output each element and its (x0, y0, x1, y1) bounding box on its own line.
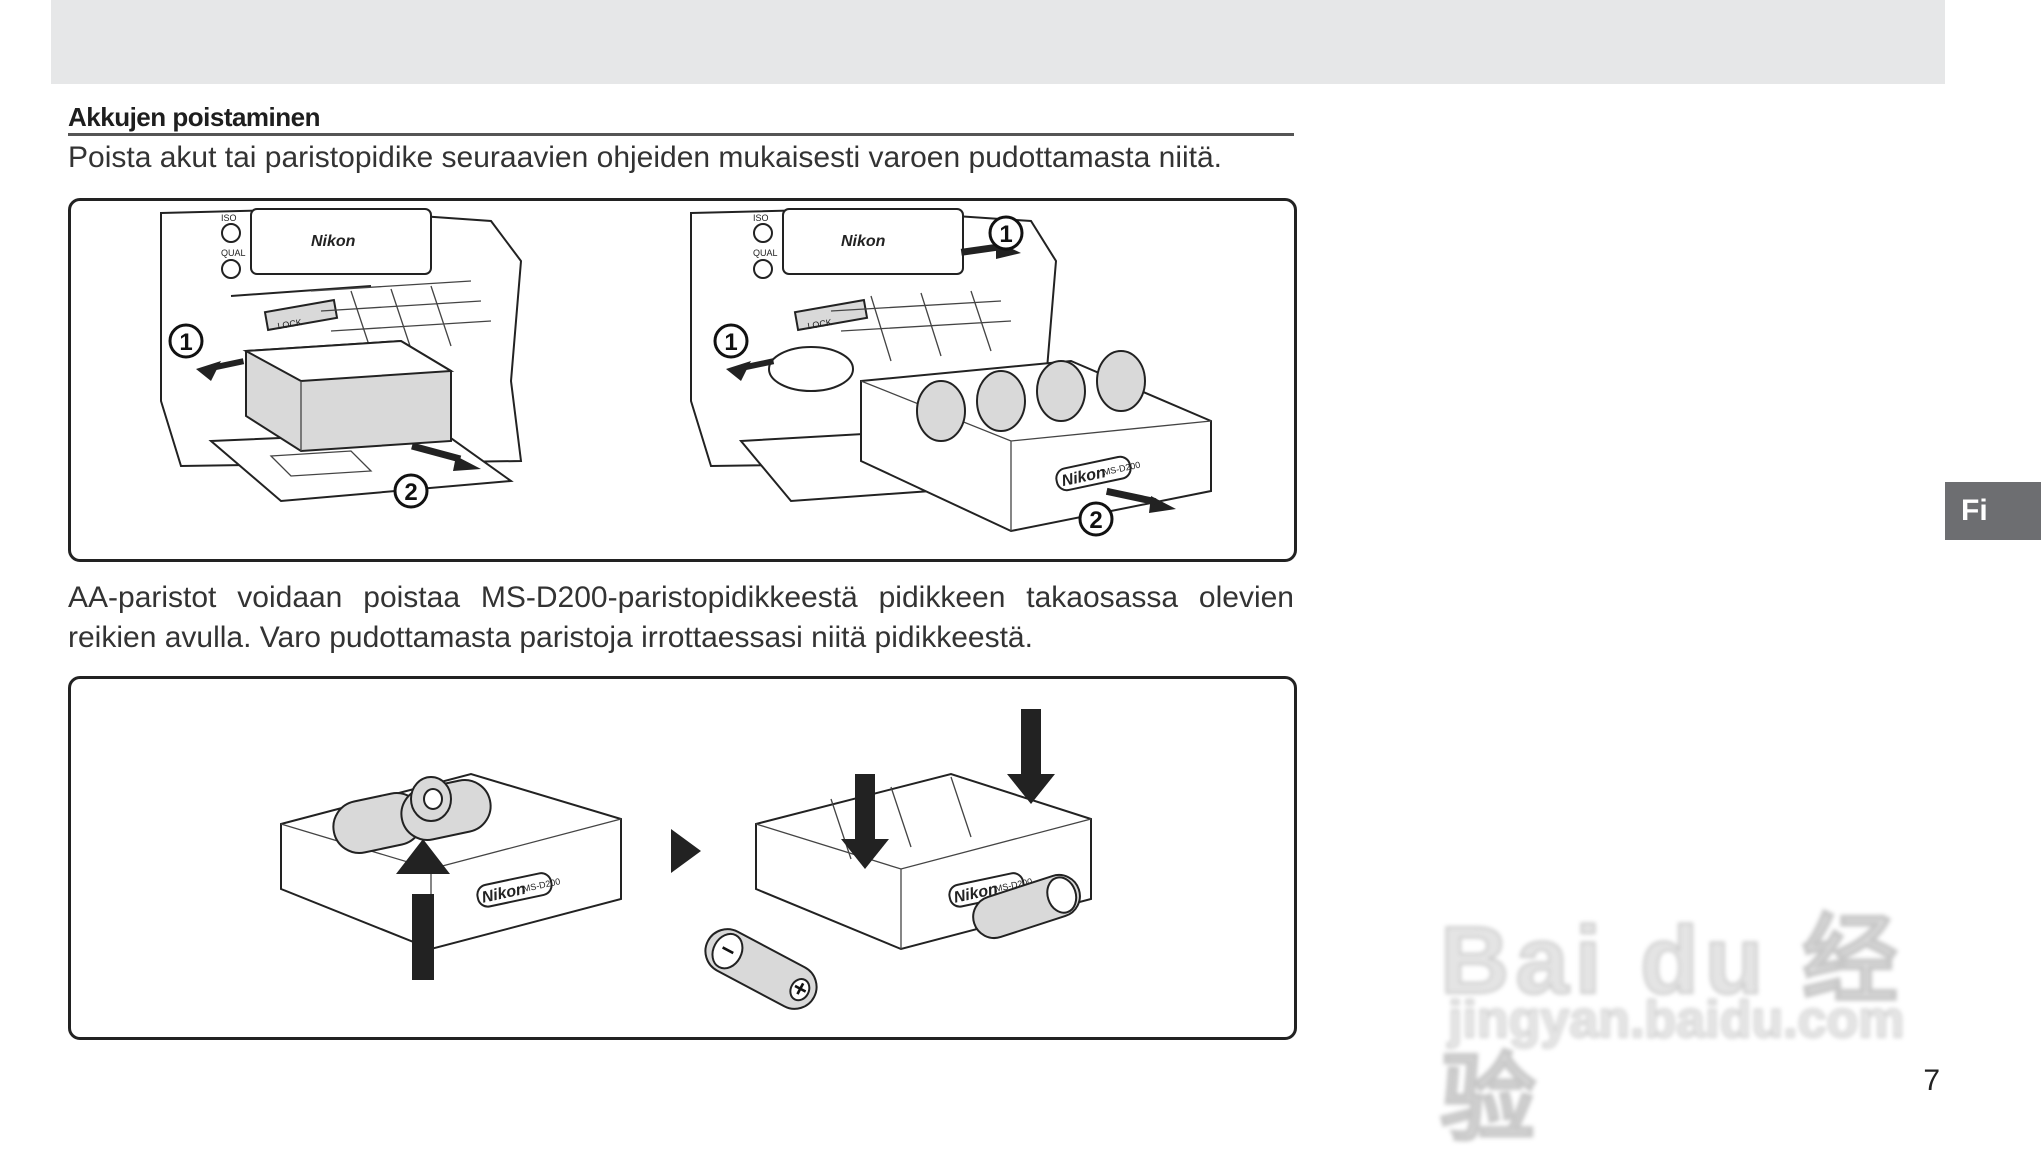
iso-label-left: ISO (221, 213, 237, 223)
aa-battery-2 (972, 873, 1081, 940)
step-1-marker-right-b: 1 (999, 221, 1012, 248)
step-2-marker-right: 2 (1089, 507, 1102, 534)
aa-batteries-paragraph: AA-paristot voidaan poistaa MS-D200-pari… (68, 581, 1294, 654)
next-step-arrow (671, 829, 701, 873)
lock-label-right: LOCK (807, 317, 833, 331)
iso-label-right: ISO (753, 213, 769, 223)
step-1-marker-right-a: 1 (724, 329, 737, 356)
lock-label-left: LOCK (277, 317, 303, 331)
figure-remove-batteries: Nikon ISO QUAL LOCK 1 2 (68, 198, 1297, 562)
page-number: 7 (1923, 1064, 1940, 1097)
qual-label-right: QUAL (753, 248, 778, 258)
camera-brand-right: Nikon (841, 233, 886, 250)
baidu-watermark: Bai du 经验 jingyan.baidu.com (1439, 820, 1920, 1154)
figure-remove-aa-batteries: Nikon MS-D200 Nikon MS-D200 − (68, 676, 1297, 1040)
step-2-marker-left: 2 (404, 479, 417, 506)
illustration-aa-removal: Nikon MS-D200 Nikon MS-D200 − (280, 709, 1092, 1010)
watermark-url-text: jingyan.baidu.com (1447, 990, 1905, 1050)
header-band (51, 0, 1945, 84)
camera-grip-right: Nikon ISO QUAL LOCK Nikon MS-D200 (690, 207, 1212, 537)
qual-label-left: QUAL (221, 248, 246, 258)
aa-battery-1: − + (704, 928, 818, 1010)
intro-paragraph: Poista akut tai paristopidike seuraavien… (68, 141, 1223, 174)
camera-brand-left: Nikon (311, 233, 356, 250)
battery-holder-right: Nikon MS-D200 − + (704, 709, 1092, 1010)
step-1-marker-left: 1 (179, 329, 192, 356)
illustration-battery-removal: Nikon ISO QUAL LOCK 1 2 (160, 207, 1212, 537)
camera-grip-left: Nikon ISO QUAL LOCK 1 2 (160, 207, 523, 509)
battery-holder-left: Nikon MS-D200 (280, 772, 622, 980)
section-heading: Akkujen poistaminen (68, 102, 1294, 136)
language-tab: Fi (1945, 482, 2041, 540)
